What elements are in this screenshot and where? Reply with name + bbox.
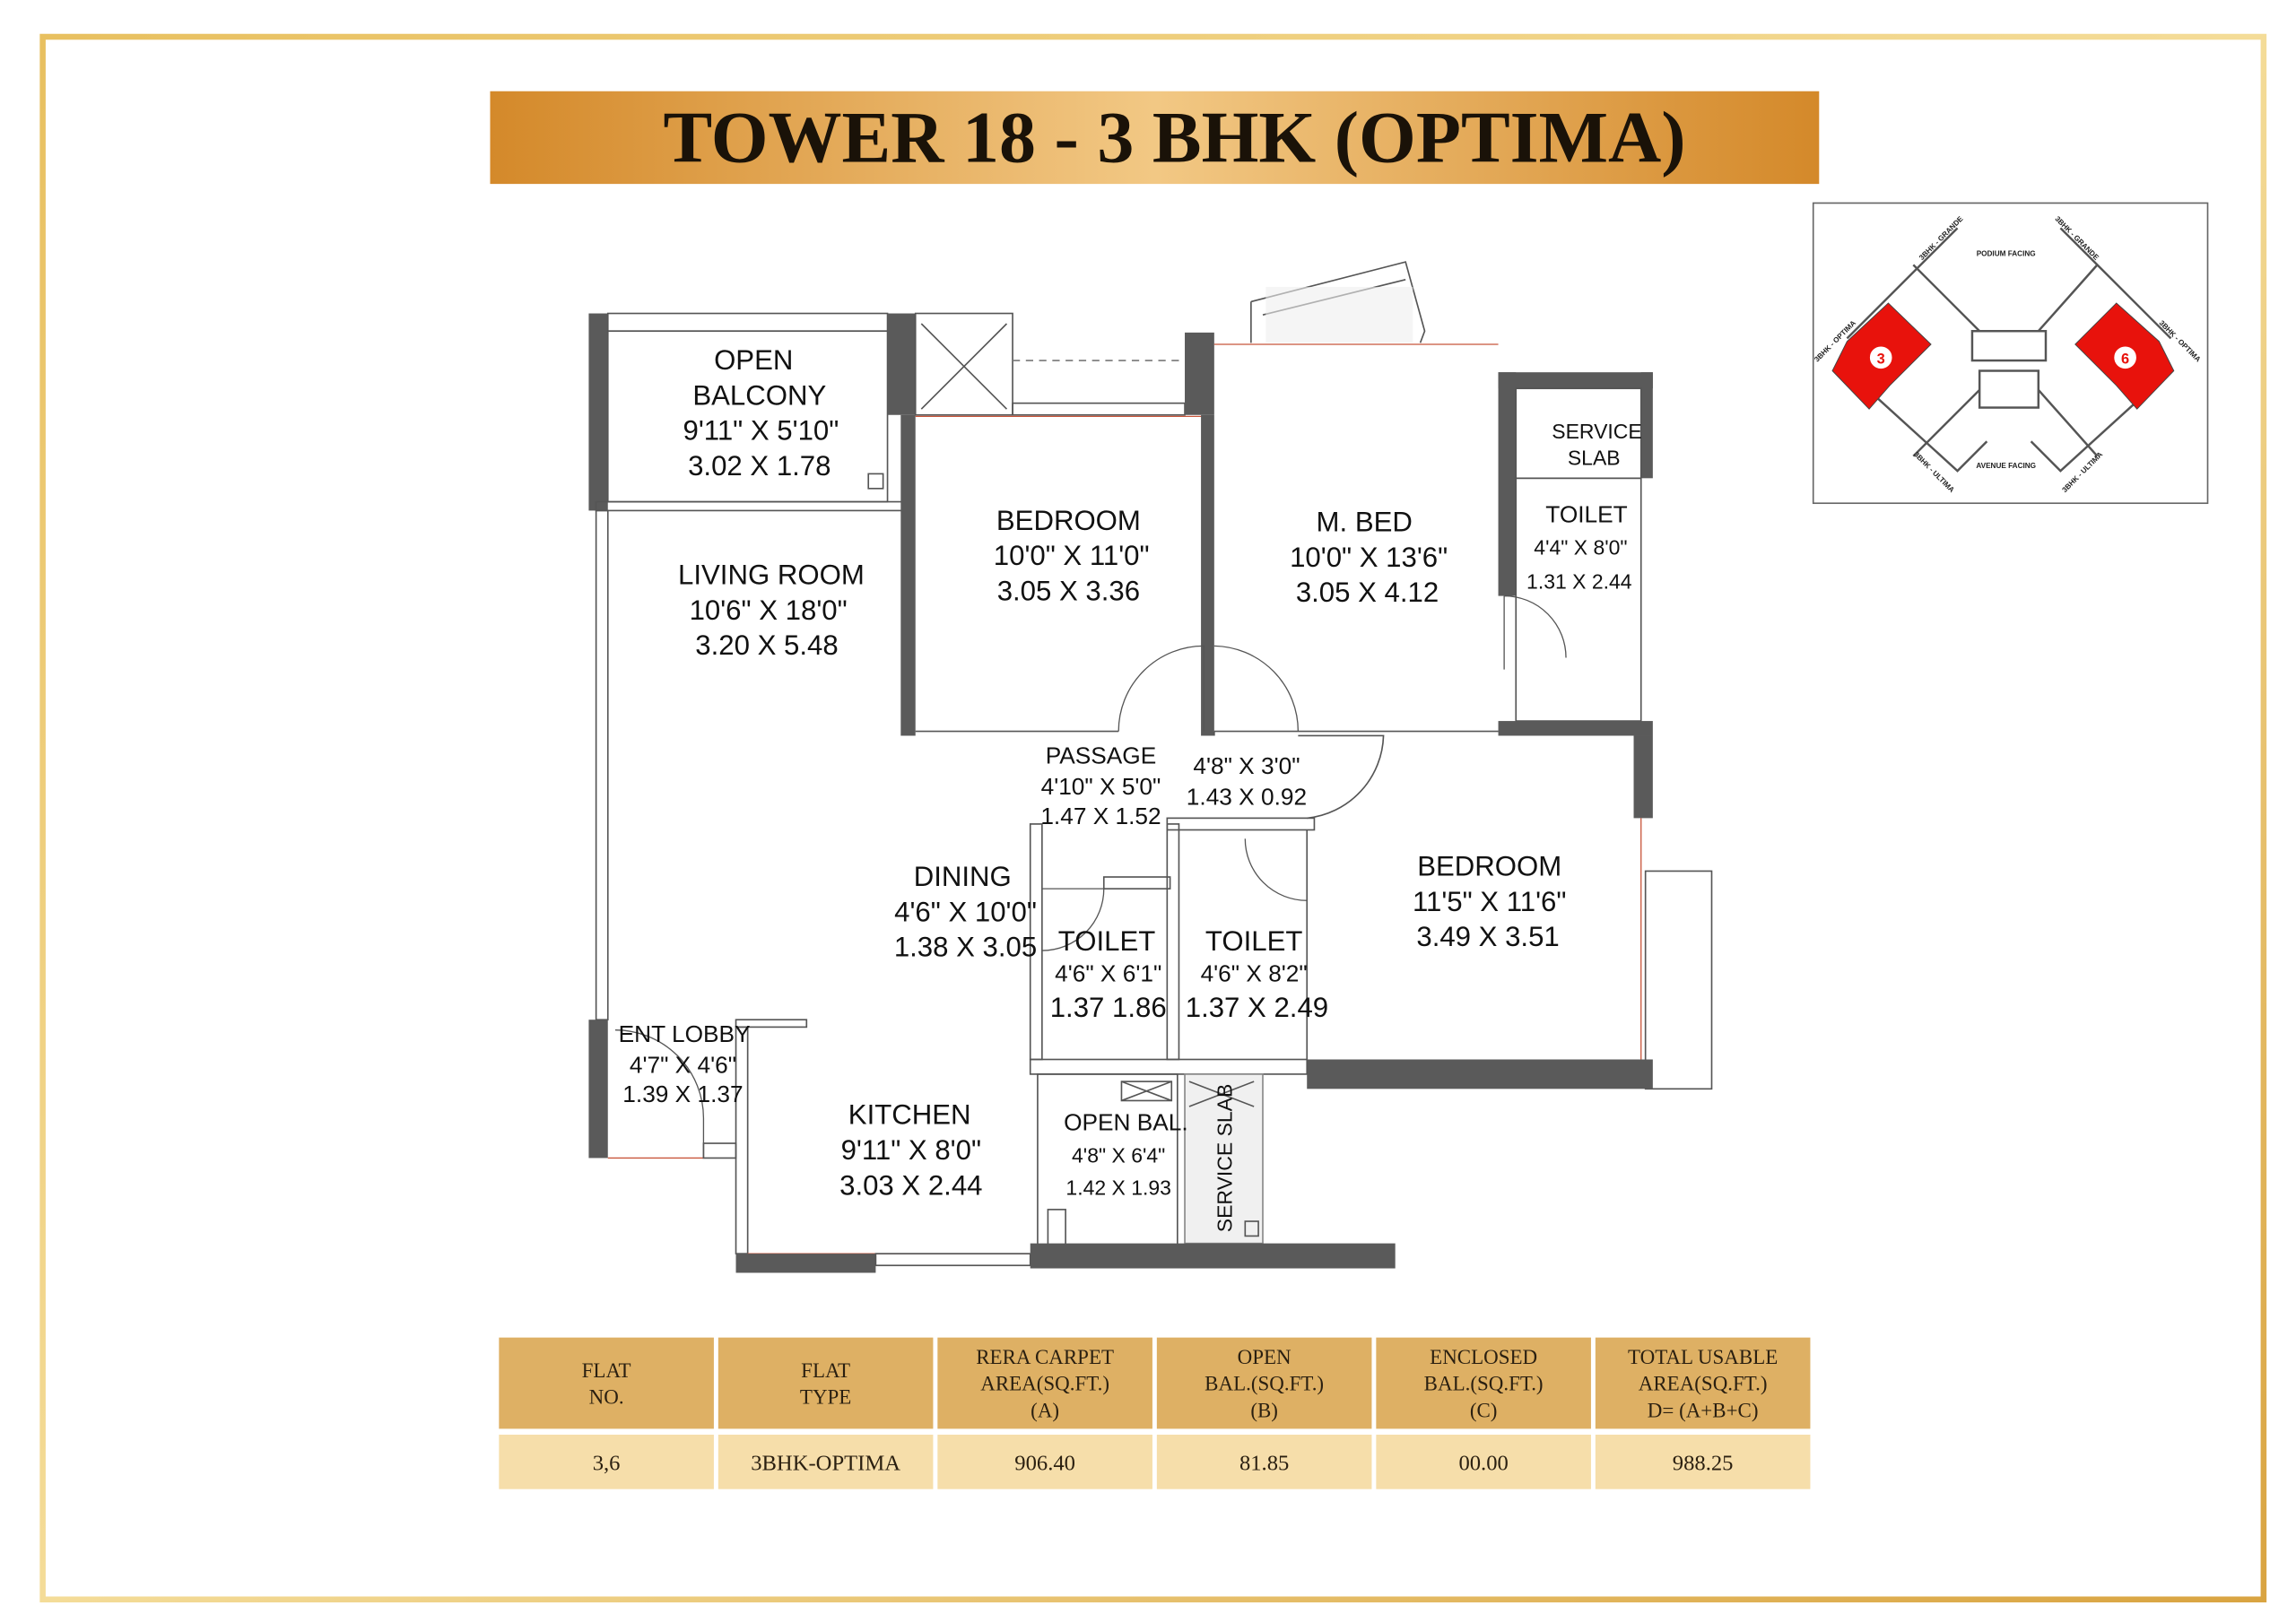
svg-text:DINING: DINING: [914, 861, 1012, 892]
svg-text:M. BED: M. BED: [1317, 506, 1413, 537]
svg-text:BAL.(SQ.FT.): BAL.(SQ.FT.): [1424, 1373, 1544, 1395]
svg-text:BEDROOM: BEDROOM: [1417, 850, 1561, 881]
room-toilet-1: TOILET 4'6" X 6'1" 1.37 1.86: [1050, 925, 1167, 1023]
svg-text:9'11" X 8'0": 9'11" X 8'0": [841, 1134, 981, 1166]
flat-highlight-6: 6: [2074, 302, 2175, 410]
svg-text:TYPE: TYPE: [800, 1385, 851, 1408]
svg-text:10'0" X 11'0": 10'0" X 11'0": [994, 540, 1150, 571]
svg-text:3.05 X 3.36: 3.05 X 3.36: [997, 576, 1140, 607]
svg-text:BALCONY: BALCONY: [692, 379, 826, 411]
room-ent-lobby: ENT LOBBY 4'7" X 4'6" 1.39 X 1.37: [619, 1020, 751, 1107]
svg-text:1.47 X 1.52: 1.47 X 1.52: [1040, 803, 1161, 829]
svg-text:4'6" X 6'1": 4'6" X 6'1": [1055, 960, 1161, 987]
room-passage-2: 4'8" X 3'0" 1.43 X 0.92: [1187, 752, 1307, 810]
room-service-slab-bottom: SERVICE SLAB: [1213, 1084, 1237, 1233]
svg-text:3.20 X 5.48: 3.20 X 5.48: [695, 629, 838, 661]
svg-text:OPEN BAL.: OPEN BAL.: [1064, 1108, 1188, 1135]
svg-text:SERVICE: SERVICE: [1552, 420, 1641, 443]
room-dining: DINING 4'6" X 10'0" 1.38 X 3.05: [894, 861, 1037, 963]
svg-text:1.43 X 0.92: 1.43 X 0.92: [1187, 784, 1307, 811]
svg-text:1.42 X 1.93: 1.42 X 1.93: [1065, 1176, 1171, 1199]
svg-text:PASSAGE: PASSAGE: [1046, 742, 1157, 769]
svg-text:ENT LOBBY: ENT LOBBY: [619, 1020, 751, 1047]
col-open-bal: OPEN: [1238, 1346, 1292, 1368]
title-banner: TOWER 18 - 3 BHK (OPTIMA): [490, 91, 1820, 185]
svg-text:4'6" X 8'2": 4'6" X 8'2": [1201, 960, 1308, 987]
room-kitchen: KITCHEN 9'11" X 8'0" 3.03 X 2.44: [839, 1099, 982, 1202]
svg-text:4'4" X 8'0": 4'4" X 8'0": [1534, 536, 1627, 560]
svg-text:3.02 X 1.78: 3.02 X 1.78: [688, 450, 831, 482]
room-open-bal: OPEN BAL. 4'8" X 6'4" 1.42 X 1.93: [1064, 1108, 1188, 1199]
cell-open-bal: 81.85: [1239, 1451, 1289, 1475]
cell-total-usable: 988.25: [1673, 1451, 1734, 1475]
svg-text:TOILET: TOILET: [1545, 501, 1627, 528]
area-table: FLAT NO. FLAT TYPE RERA CARPET AREA(SQ.F…: [499, 1337, 1811, 1489]
cell-enclosed-bal: 00.00: [1458, 1451, 1508, 1475]
svg-text:4'8" X 3'0": 4'8" X 3'0": [1193, 752, 1300, 779]
svg-text:SLAB: SLAB: [1568, 447, 1621, 470]
room-bedroom-1: BEDROOM 10'0" X 11'0" 3.05 X 3.36: [994, 505, 1150, 607]
col-flat-no: FLAT: [582, 1359, 631, 1382]
room-service-slab-top: SERVICE SLAB: [1552, 420, 1641, 470]
svg-text:LIVING ROOM: LIVING ROOM: [678, 559, 865, 590]
room-toilet-2: TOILET 4'6" X 8'2" 1.37 X 2.49: [1186, 925, 1328, 1023]
col-total-usable: TOTAL USABLE: [1628, 1346, 1778, 1368]
floor-plan: [588, 261, 1713, 1273]
svg-text:AREA(SQ.FT.): AREA(SQ.FT.): [1639, 1373, 1768, 1395]
room-bedroom-2: BEDROOM 11'5" X 11'6" 3.49 X 3.51: [1413, 850, 1566, 952]
room-master-bed: M. BED 10'0" X 13'6" 3.05 X 4.12: [1290, 506, 1448, 608]
svg-text:TOILET: TOILET: [1205, 925, 1303, 957]
svg-text:3.03 X 2.44: 3.03 X 2.44: [839, 1169, 982, 1201]
svg-text:(A): (A): [1031, 1399, 1059, 1421]
svg-text:AREA(SQ.FT.): AREA(SQ.FT.): [980, 1373, 1109, 1395]
svg-text:OPEN: OPEN: [714, 344, 793, 376]
room-open-balcony: OPEN BALCONY 9'11" X 5'10" 3.02 X 1.78: [683, 344, 839, 482]
svg-text:4'10" X 5'0": 4'10" X 5'0": [1041, 773, 1161, 800]
svg-text:(B): (B): [1250, 1399, 1278, 1421]
col-enclosed-bal: ENCLOSED: [1430, 1346, 1537, 1368]
svg-text:1.31 X 2.44: 1.31 X 2.44: [1526, 569, 1632, 593]
key-plan: 3 6 PODIUM FACING AVENUE FACING 3BHK - G…: [1812, 202, 2209, 505]
cell-flat-type: 3BHK-OPTIMA: [751, 1451, 900, 1475]
room-living-room: LIVING ROOM 10'6" X 18'0" 3.20 X 5.48: [678, 559, 865, 661]
svg-text:AVENUE FACING: AVENUE FACING: [1976, 462, 2036, 470]
svg-text:9'11" X 5'10": 9'11" X 5'10": [683, 415, 839, 447]
svg-text:4'6" X 10'0": 4'6" X 10'0": [894, 896, 1037, 927]
svg-text:4'7" X 4'6": 4'7" X 4'6": [630, 1051, 736, 1078]
page-title: TOWER 18 - 3 BHK (OPTIMA): [663, 97, 1685, 178]
flat-highlight-3: 3: [1831, 302, 1932, 410]
svg-text:TOILET: TOILET: [1058, 925, 1156, 957]
table-row: 3,6 3BHK-OPTIMA 906.40 81.85 00.00 988.2…: [499, 1434, 1811, 1489]
svg-text:D= (A+B+C): D= (A+B+C): [1648, 1399, 1759, 1421]
cell-flat-no: 3,6: [593, 1451, 621, 1475]
room-toilet-master: TOILET 4'4" X 8'0" 1.31 X 2.44: [1526, 501, 1632, 594]
svg-text:3.05 X 4.12: 3.05 X 4.12: [1296, 577, 1439, 608]
svg-text:3: 3: [1877, 351, 1885, 367]
svg-text:6: 6: [2121, 351, 2129, 367]
col-rera-carpet: RERA CARPET: [976, 1346, 1114, 1368]
svg-text:1.37 1.86: 1.37 1.86: [1050, 992, 1167, 1023]
svg-text:(C): (C): [1470, 1399, 1498, 1421]
svg-text:BEDROOM: BEDROOM: [996, 505, 1141, 536]
table-header-row: FLAT NO. FLAT TYPE RERA CARPET AREA(SQ.F…: [499, 1337, 1811, 1429]
svg-text:3.49 X 3.51: 3.49 X 3.51: [1416, 921, 1559, 952]
svg-text:KITCHEN: KITCHEN: [848, 1099, 971, 1131]
room-passage: PASSAGE 4'10" X 5'0" 1.47 X 1.52: [1040, 742, 1161, 829]
svg-text:11'5" X 11'6": 11'5" X 11'6": [1413, 886, 1566, 917]
svg-text:1.38 X 3.05: 1.38 X 3.05: [894, 932, 1037, 963]
svg-text:10'6" X 18'0": 10'6" X 18'0": [690, 595, 848, 626]
svg-text:NO.: NO.: [589, 1385, 624, 1408]
svg-text:10'0" X 13'6": 10'0" X 13'6": [1290, 542, 1448, 573]
svg-text:BAL.(SQ.FT.): BAL.(SQ.FT.): [1205, 1373, 1324, 1395]
gold-border: [39, 33, 2267, 1603]
cell-rera-carpet: 906.40: [1014, 1451, 1075, 1475]
col-flat-type: FLAT: [801, 1359, 850, 1382]
svg-text:4'8" X 6'4": 4'8" X 6'4": [1072, 1143, 1165, 1167]
svg-text:1.37 X 2.49: 1.37 X 2.49: [1186, 992, 1328, 1023]
svg-text:PODIUM FACING: PODIUM FACING: [1977, 250, 2036, 258]
svg-text:1.39 X 1.37: 1.39 X 1.37: [622, 1081, 743, 1107]
